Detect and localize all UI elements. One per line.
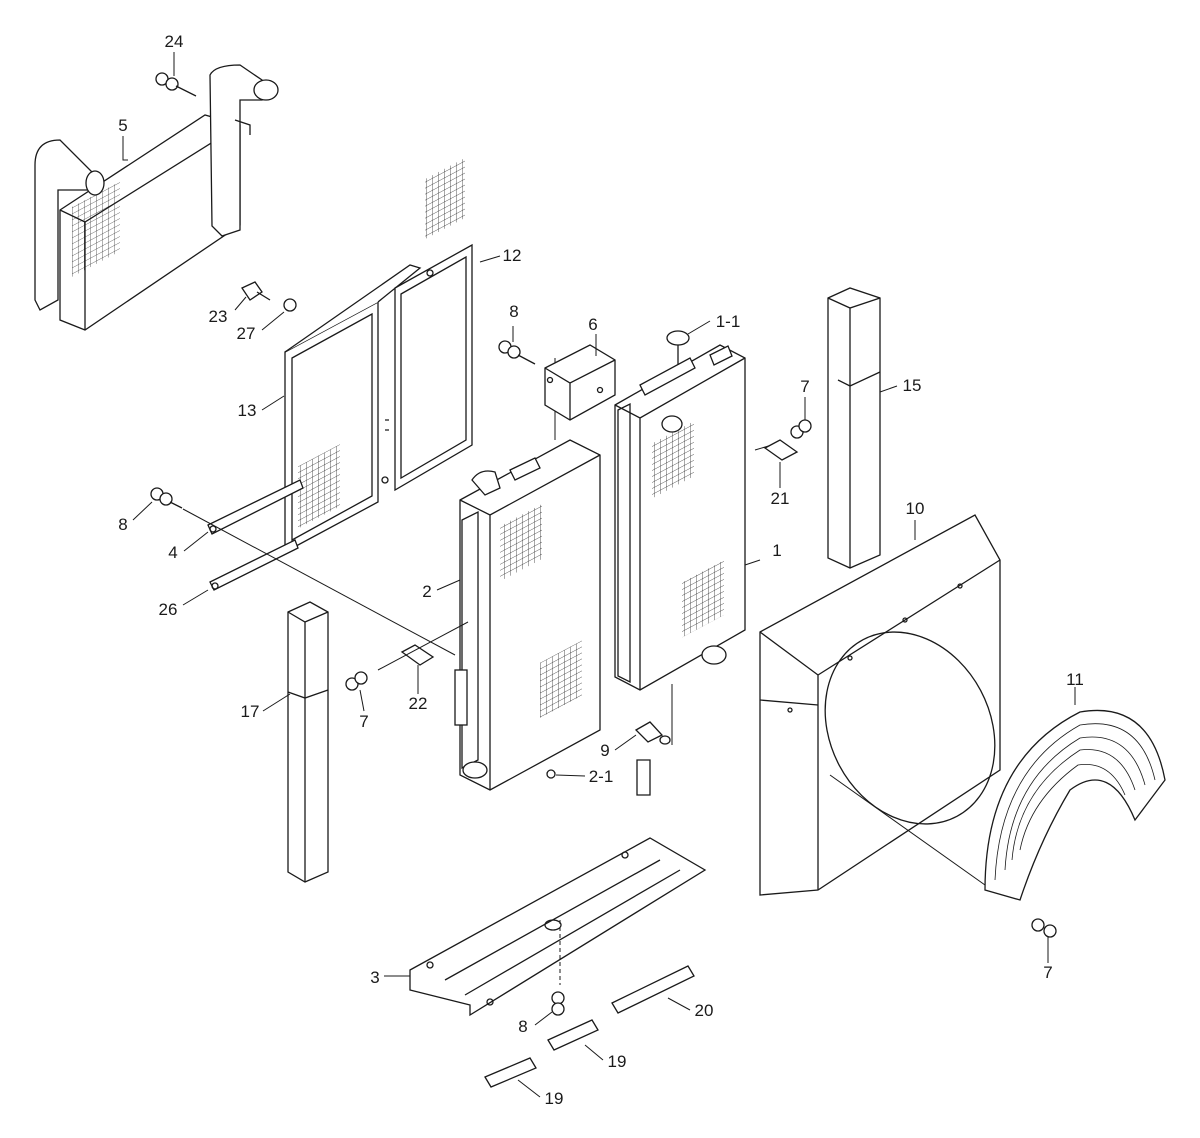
leader-lines: [122, 52, 1076, 1098]
callout-20: 20: [695, 1001, 714, 1020]
callout-5: 5: [118, 116, 127, 135]
bracket-6: [544, 344, 616, 421]
plate-21: [763, 439, 799, 461]
bolt-24: [155, 72, 197, 97]
callout-24: 24: [165, 32, 184, 51]
callout-21: 21: [771, 489, 790, 508]
bolt-7-top: [790, 419, 812, 439]
pad-19-lower: [484, 1057, 537, 1088]
callout-9: 9: [600, 741, 609, 760]
callout-7-right: 7: [1043, 963, 1052, 982]
callout-19-lower: 19: [545, 1089, 564, 1108]
bolt-8-top: [498, 340, 536, 365]
stay-4: [207, 479, 304, 535]
radiator-1: [614, 344, 746, 691]
callout-7-left: 7: [359, 712, 368, 731]
callout-2: 2: [422, 582, 431, 601]
callout-12: 12: [503, 246, 522, 265]
callout-15: 15: [903, 376, 922, 395]
plate-22: [400, 644, 435, 666]
bolt-7-right: [1031, 918, 1057, 938]
callout-3: 3: [370, 968, 379, 987]
wing-bolt-23: [241, 281, 271, 301]
callout-27: 27: [237, 324, 256, 343]
callout-10: 10: [906, 499, 925, 518]
drain-cock-9: [634, 721, 671, 796]
callout-23: 23: [209, 307, 228, 326]
callout-labels: 24 5 12 23 27 8 6 1-1 7 15 13 21 8 4 10 …: [118, 32, 1084, 1108]
oil-cooler-2: [454, 439, 601, 791]
base-3: [409, 837, 707, 1017]
callout-22: 22: [409, 694, 428, 713]
seal-15: [827, 287, 881, 569]
callout-6: 6: [588, 315, 597, 334]
fan-guard-11: [984, 709, 1166, 901]
cap-1-1: [666, 330, 690, 365]
plug-2-1: [546, 769, 556, 779]
callout-13: 13: [238, 401, 257, 420]
callout-17: 17: [241, 702, 260, 721]
callout-26: 26: [159, 600, 178, 619]
callout-11: 11: [1066, 670, 1084, 689]
pad-19-upper: [547, 1019, 599, 1051]
callout-8-bottom: 8: [518, 1017, 527, 1036]
screen-12: [381, 157, 473, 492]
callout-8-left: 8: [118, 515, 127, 534]
callout-8-top: 8: [509, 302, 518, 321]
seal-17: [287, 601, 329, 883]
callout-19-upper: 19: [608, 1052, 627, 1071]
pad-20: [611, 965, 695, 1014]
screen-13: [284, 264, 422, 554]
bolt-8-left: [150, 487, 183, 509]
fan-shroud-10: [759, 514, 1001, 896]
callout-1-1: 1-1: [716, 312, 741, 331]
callout-1: 1: [772, 541, 781, 560]
bolt-8-bottom: [551, 991, 565, 1016]
callout-7-top: 7: [800, 377, 809, 396]
bolt-7-left: [345, 671, 368, 691]
callout-2-1: 2-1: [589, 767, 614, 786]
callout-4: 4: [168, 543, 177, 562]
washer-27: [283, 298, 297, 312]
intercooler: [34, 64, 279, 331]
